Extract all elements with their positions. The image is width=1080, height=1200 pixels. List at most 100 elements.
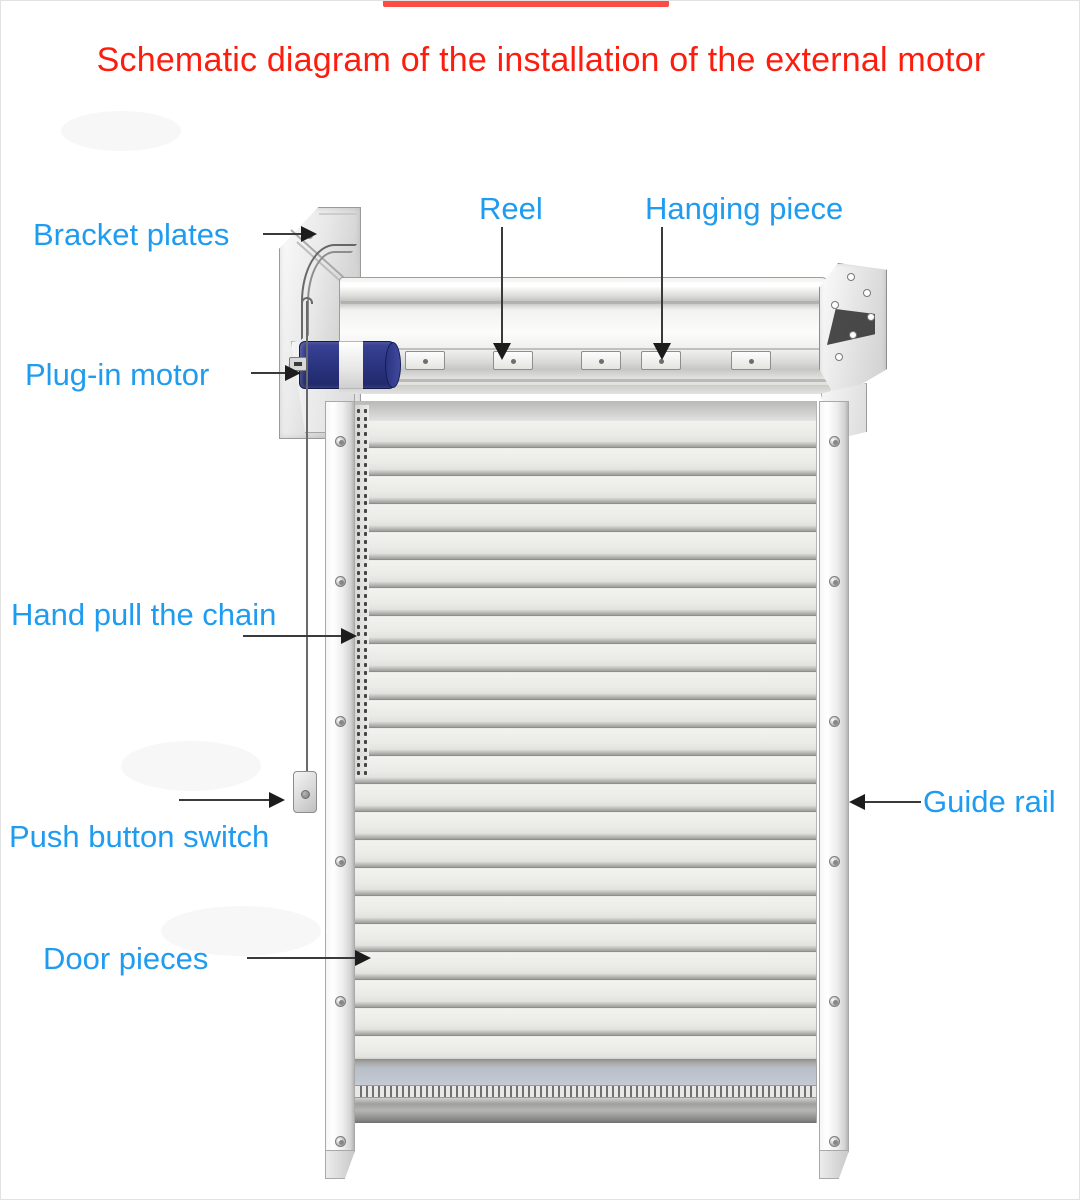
perforation-dot xyxy=(357,616,360,621)
label-push-button-switch: Push button switch xyxy=(9,819,270,854)
perforation-dot xyxy=(364,516,367,521)
vent-tick xyxy=(426,1086,428,1097)
vent-tick xyxy=(516,1086,518,1097)
vent-tick xyxy=(636,1086,638,1097)
door-slat xyxy=(354,673,816,700)
vent-tick xyxy=(522,1086,524,1097)
bracket-hole xyxy=(835,353,843,361)
vent-tick xyxy=(630,1086,632,1097)
perforation-dot xyxy=(364,570,367,575)
perforation-dot xyxy=(364,640,367,644)
perforation-dot xyxy=(357,462,360,467)
vent-tick xyxy=(546,1086,548,1097)
leader-line-plug-in-motor xyxy=(251,372,295,374)
arrow-right-icon xyxy=(269,792,285,808)
hanging-piece xyxy=(405,351,445,370)
vent-tick xyxy=(540,1086,542,1097)
vent-tick xyxy=(774,1086,776,1097)
vent-tick xyxy=(366,1086,368,1097)
perforation-dot xyxy=(357,424,360,429)
vent-tick xyxy=(468,1086,470,1097)
door-slat xyxy=(354,953,816,980)
arrow-right-icon xyxy=(301,226,317,242)
page-title: Schematic diagram of the installation of… xyxy=(96,41,986,79)
arrow-right-icon xyxy=(285,365,301,381)
chain-hook xyxy=(301,297,313,304)
guide-rail-screw xyxy=(335,436,346,447)
perforation-dot xyxy=(364,755,367,760)
perforation-dot xyxy=(357,770,360,775)
door-slat xyxy=(354,785,816,812)
plug-in-motor-connector-pin xyxy=(294,362,302,366)
vent-tick xyxy=(786,1086,788,1097)
door-slat xyxy=(354,981,816,1008)
plug-in-motor-band xyxy=(339,341,363,389)
vent-tick xyxy=(474,1086,476,1097)
guide-rail-right-foot xyxy=(819,1151,849,1179)
vent-tick xyxy=(726,1086,728,1097)
reel-shadow xyxy=(339,385,831,394)
perforation-dot xyxy=(364,539,367,544)
vent-tick xyxy=(414,1086,416,1097)
vent-tick xyxy=(576,1086,578,1097)
hand-pull-chain xyxy=(306,301,308,773)
perforation-dot xyxy=(364,555,367,560)
perforation-dot xyxy=(357,547,360,552)
perforation-dot xyxy=(357,516,360,521)
perforation-dot xyxy=(364,593,367,598)
perforation-dot xyxy=(364,447,367,452)
curtain-perforated-strip xyxy=(355,405,369,775)
perforation-dot xyxy=(357,717,360,721)
guide-rail-screw xyxy=(335,996,346,1007)
perforation-dot xyxy=(364,701,367,706)
perforation-dot xyxy=(357,663,360,668)
perforation-dot xyxy=(364,486,367,490)
perforation-dot xyxy=(364,462,367,467)
leader-line-reel xyxy=(501,227,503,347)
vent-tick xyxy=(750,1086,752,1097)
guide-rail-screw xyxy=(335,856,346,867)
perforation-dot xyxy=(364,524,367,529)
push-button-switch-button[interactable] xyxy=(301,790,310,799)
vent-tick xyxy=(408,1086,410,1097)
perforation-dot xyxy=(364,547,367,552)
vent-tick xyxy=(402,1086,404,1097)
label-hanging-piece: Hanging piece xyxy=(645,191,844,226)
perforation-dot xyxy=(364,663,367,668)
vent-tick xyxy=(792,1086,794,1097)
perforation-dot xyxy=(364,586,367,591)
vent-tick xyxy=(564,1086,566,1097)
perforation-dot xyxy=(357,455,360,460)
perforation-dot xyxy=(357,678,360,683)
door-slat xyxy=(354,869,816,896)
perforation-dot xyxy=(364,532,367,537)
door-curtain xyxy=(353,401,817,1061)
vent-tick xyxy=(672,1086,674,1097)
perforation-dot xyxy=(364,655,367,660)
perforation-dot xyxy=(357,693,360,698)
vent-tick xyxy=(606,1086,608,1097)
vent-tick xyxy=(384,1086,386,1097)
perforation-dot xyxy=(357,655,360,660)
perforation-dot xyxy=(357,624,360,629)
door-slat xyxy=(354,925,816,952)
perforation-dot xyxy=(364,432,367,437)
plug-in-motor-cap xyxy=(385,342,401,388)
vent-tick xyxy=(390,1086,392,1097)
door-slat xyxy=(354,617,816,644)
perforation-dot xyxy=(364,455,367,460)
vent-tick xyxy=(642,1086,644,1097)
bracket-spring-arc xyxy=(307,251,353,337)
vent-tick xyxy=(438,1086,440,1097)
vent-tick xyxy=(624,1086,626,1097)
vent-tick xyxy=(696,1086,698,1097)
perforation-dot xyxy=(364,624,367,629)
vent-tick xyxy=(798,1086,800,1097)
vent-tick xyxy=(432,1086,434,1097)
door-slat xyxy=(354,897,816,924)
guide-rail-screw xyxy=(829,996,840,1007)
perforation-dot xyxy=(357,532,360,537)
vent-tick xyxy=(816,1086,817,1097)
